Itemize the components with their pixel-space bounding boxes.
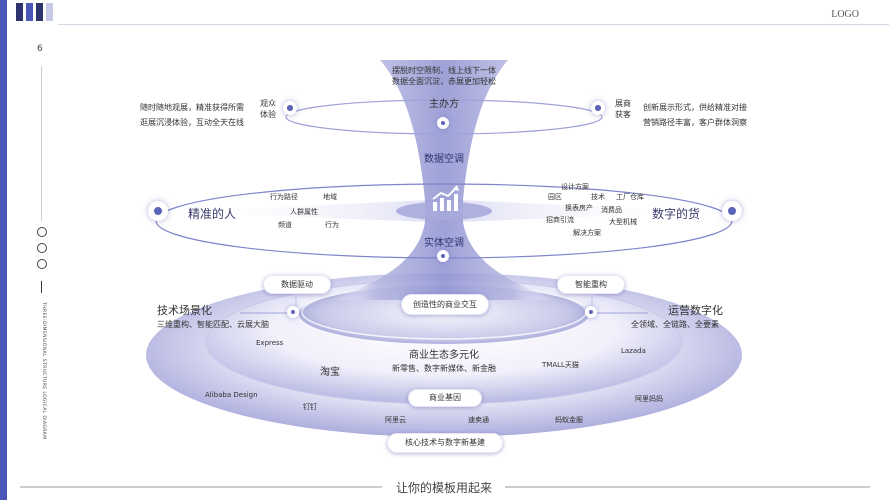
platform-lazada: Lazada [621, 347, 646, 355]
lower-right-node-dot [585, 306, 597, 318]
top-center-node-dot [437, 117, 449, 129]
creative-interaction-pill: 创造性的商业交互 [401, 294, 489, 315]
platform-taobao: 淘宝 [320, 367, 340, 378]
sidebar-circle-1 [37, 227, 47, 237]
funnel-lower-label: 实体空调 [424, 238, 464, 249]
left-accent-bar [0, 0, 7, 500]
right-tag-5: 换表房产 [565, 204, 593, 212]
top-left-desc-2: 逛展沉浸体验，互动全天在线 [140, 118, 244, 127]
footer-caption: 让你的模板用起来 [395, 481, 493, 495]
middle-center-node-dot [437, 250, 449, 262]
left-tag-4: 频道 [278, 221, 292, 229]
logo-square-4 [46, 3, 53, 21]
header-logo-squares [16, 0, 56, 24]
right-tag-7: 招商引流 [546, 216, 574, 224]
middle-left-title: 精准的人 [188, 207, 237, 221]
top-right-label-1: 展商 [615, 99, 631, 108]
top-right-node-dot [591, 101, 605, 115]
platform-alimama: 阿里妈妈 [635, 395, 663, 403]
left-tag-1: 行为路径 [270, 193, 298, 201]
business-gene-pill: 商业基因 [408, 389, 482, 407]
right-tag-6: 消费品 [601, 206, 622, 214]
lower-right-title: 运营数字化 [668, 304, 723, 317]
lower-center-title: 商业生态多元化 [409, 350, 479, 361]
right-tag-3: 技术 [591, 193, 605, 201]
platform-tmall: TMALL天猫 [542, 361, 579, 369]
right-tag-1: 设计方案 [561, 183, 589, 191]
platform-antfin: 蚂蚁金服 [555, 416, 583, 424]
sidebar-vertical-text: THREE-DIMENSIONAL STRUCTURE LOGICAL DIAG… [41, 302, 46, 440]
left-tag-5: 行为 [325, 221, 339, 229]
platform-express: Express [256, 339, 284, 347]
logo-square-1 [16, 3, 23, 21]
right-tag-8: 大型机械 [609, 218, 637, 226]
left-tag-3: 人群属性 [290, 208, 318, 216]
top-center-title: 主办方 [429, 99, 459, 110]
top-left-node-dot [283, 101, 297, 115]
platform-aliexpress: 速卖通 [468, 416, 489, 424]
lower-left-node-dot [287, 306, 299, 318]
platform-alibaba-design: Alibaba Design [205, 391, 258, 399]
left-tag-2: 地域 [323, 193, 337, 201]
logo-square-2 [26, 3, 33, 21]
data-driven-pill: 数据驱动 [263, 275, 331, 294]
top-left-label-2: 体验 [260, 110, 276, 119]
right-tag-2: 园区 [548, 193, 562, 201]
middle-right-title: 数字的货 [652, 207, 701, 221]
top-center-desc-1: 摆脱时空限制，线上线下一体 [392, 66, 496, 75]
sidebar-dash [41, 281, 42, 293]
lower-center-desc: 新零售、数字新媒体、新金融 [392, 364, 496, 373]
sidebar-circle-2 [37, 243, 47, 253]
lower-left-desc: 三维重构、智能匹配、云展大脑 [157, 320, 269, 329]
funnel-upper-label: 数据空调 [424, 154, 464, 165]
lower-right-desc: 全领域、全链路、全要素 [631, 320, 719, 329]
middle-left-node-dot [148, 201, 168, 221]
top-right-desc-1: 创新展示形式，供给精准对接 [643, 103, 747, 112]
page-number: 6 [37, 44, 43, 54]
right-tag-4: 工厂仓库 [616, 193, 644, 201]
right-tag-9: 解决方案 [573, 229, 601, 237]
bar-chart-icon [430, 184, 460, 214]
logo-text: LOGO [831, 9, 859, 20]
top-right-desc-2: 营销路径丰富，客户群体洞察 [643, 118, 747, 127]
middle-right-node-dot [722, 201, 742, 221]
smart-restructure-pill: 智能重构 [557, 275, 625, 294]
sidebar-line-top [41, 66, 42, 221]
header-divider [58, 24, 889, 25]
top-left-label-1: 观众 [260, 99, 276, 108]
logo-square-3 [36, 3, 43, 21]
top-center-desc-2: 数据全面沉淀，赤展更加轻松 [392, 77, 496, 86]
platform-dingtalk: 钉钉 [303, 403, 317, 411]
platform-aliyun: 阿里云 [385, 416, 406, 424]
top-right-label-2: 获客 [615, 110, 631, 119]
lower-left-title: 技术场景化 [157, 304, 212, 317]
sidebar-circle-3 [37, 259, 47, 269]
core-tech-pill: 核心技术与数字新基建 [387, 433, 503, 453]
top-left-desc-1: 随时随地观展，精准获得所需 [140, 103, 244, 112]
